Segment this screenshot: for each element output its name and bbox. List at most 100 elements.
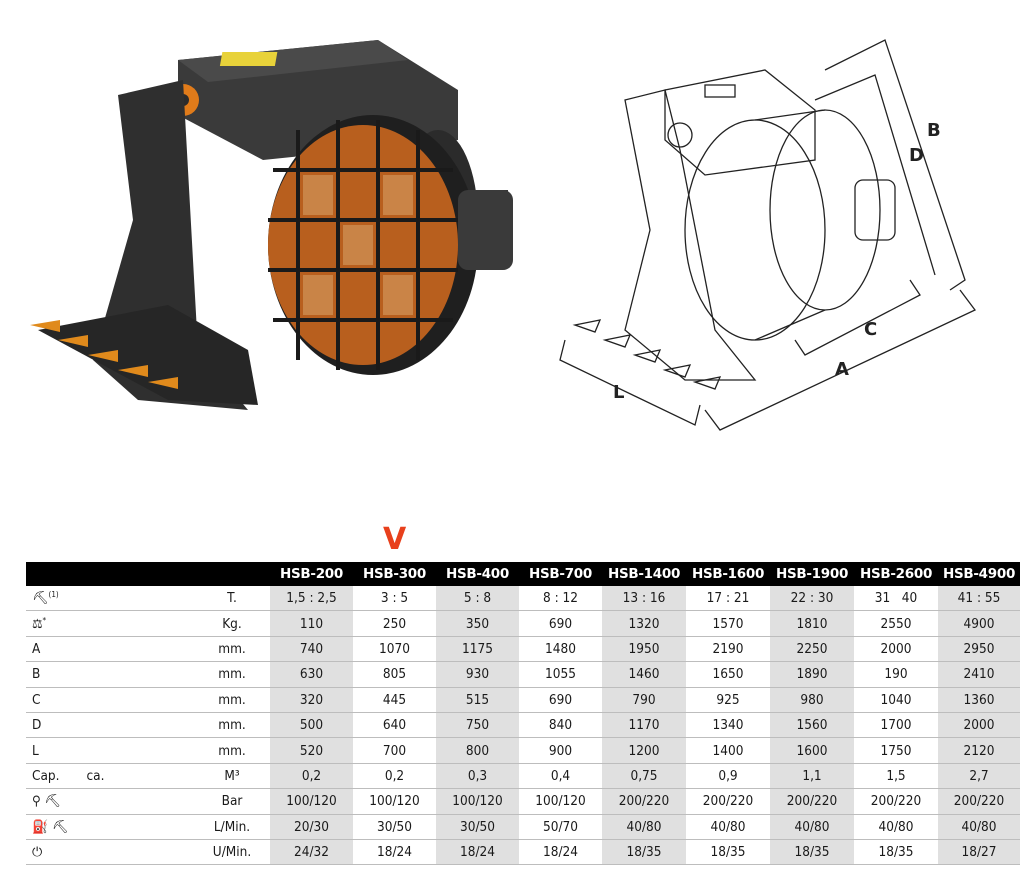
table-cell: 790 [602, 687, 686, 713]
row-label: ⛽ ⛏ [26, 814, 166, 840]
table-cell: 1,5 : 2,5 [270, 586, 353, 612]
column-header: HSB-1400 [602, 562, 686, 586]
dim-label-a: A [835, 359, 849, 380]
dim-label-c: C [864, 319, 877, 340]
row-label-text: B [32, 666, 41, 683]
table-cell: 500 [270, 712, 353, 739]
table-cell: 1175 [436, 636, 519, 663]
table-cell: 520 [270, 737, 353, 764]
table-cell: 0,9 [686, 763, 770, 790]
table-cell: 1480 [519, 636, 602, 663]
column-header: HSB-4900 [938, 562, 1020, 586]
table-cell: 40/80 [602, 814, 686, 840]
table-cell: 1400 [686, 737, 770, 764]
column-header: HSB-300 [353, 562, 436, 586]
table-cell: 50/70 [519, 814, 602, 840]
column-header: HSB-1600 [686, 562, 770, 586]
table-cell: 840 [519, 712, 602, 739]
table-cell: 980 [770, 687, 854, 713]
dimension-drawing: B D C A L [559, 39, 976, 431]
table-cell: 750 [436, 712, 519, 739]
table-cell: 2950 [938, 636, 1020, 663]
flow-excavator-icon: ⛽ ⛏ [32, 819, 69, 835]
column-header: HSB-2600 [854, 562, 938, 586]
table-cell: 1200 [602, 737, 686, 764]
table-cell: 1810 [770, 610, 854, 637]
table-cell: 1700 [854, 712, 938, 739]
rotation-icon: ⏻ [32, 845, 43, 861]
column-header: HSB-400 [436, 562, 519, 586]
table-cell: 41 : 55 [938, 586, 1020, 612]
table-cell: 40/80 [938, 814, 1020, 840]
table-cell: 8 : 12 [519, 586, 602, 612]
table-cell: 1,5 [854, 763, 938, 790]
table-cell: 800 [436, 737, 519, 764]
row-label-text: Cap. ca. [32, 767, 105, 784]
table-cell: 4900 [938, 610, 1020, 637]
table-cell: 0,3 [436, 763, 519, 790]
row-unit: mm. [166, 661, 270, 688]
table-cell: 0,75 [602, 763, 686, 790]
table-cell: 1600 [770, 737, 854, 764]
row-label: ⏻ [26, 839, 166, 866]
table-cell: 18/27 [938, 839, 1020, 866]
table-cell: 18/24 [353, 839, 436, 866]
table-cell: 30/50 [353, 814, 436, 840]
table-cell: 2000 [938, 712, 1020, 739]
table-cell: 31 40 [854, 586, 938, 612]
table-cell: 200/220 [602, 788, 686, 815]
table-cell: 40/80 [770, 814, 854, 840]
table-cell: 24/32 [270, 839, 353, 866]
table-cell: 900 [519, 737, 602, 764]
table-cell: 1055 [519, 661, 602, 688]
row-label: B [26, 661, 166, 688]
table-cell: 250 [353, 610, 436, 637]
table-cell: 445 [353, 687, 436, 713]
header-blank [26, 562, 166, 586]
selected-model-marker: V [383, 522, 407, 557]
table-cell: 1070 [353, 636, 436, 663]
row-label: L [26, 737, 166, 764]
row-label: ⛏(1) [26, 586, 166, 612]
table-cell: 630 [270, 661, 353, 688]
row-label: Cap. ca. [26, 763, 166, 790]
table-cell: 1320 [602, 610, 686, 637]
row-unit: M³ [166, 763, 270, 790]
table-cell: 17 : 21 [686, 586, 770, 612]
table-cell: 0,2 [353, 763, 436, 790]
table-cell: 190 [854, 661, 938, 688]
table-cell: 18/35 [686, 839, 770, 866]
table-cell: 0,2 [270, 763, 353, 790]
row-unit: U/Min. [166, 839, 270, 866]
row-unit: mm. [166, 737, 270, 764]
table-cell: 1040 [854, 687, 938, 713]
table-cell: 40/80 [686, 814, 770, 840]
header-blank-unit [166, 562, 270, 586]
row-unit: L/Min. [166, 814, 270, 840]
row-label-text: D [32, 717, 42, 734]
table-cell: 1170 [602, 712, 686, 739]
row-unit: T. [166, 586, 270, 612]
table-cell: 350 [436, 610, 519, 637]
table-cell: 0,4 [519, 763, 602, 790]
row-label-text: A [32, 640, 41, 657]
table-cell: 2250 [770, 636, 854, 663]
table-cell: 1,1 [770, 763, 854, 790]
table-cell: 18/35 [854, 839, 938, 866]
row-unit: mm. [166, 687, 270, 713]
table-cell: 805 [353, 661, 436, 688]
table-cell: 13 : 16 [602, 586, 686, 612]
table-cell: 515 [436, 687, 519, 713]
row-label: C [26, 687, 166, 713]
table-cell: 640 [353, 712, 436, 739]
row-footnote: (1) [48, 590, 59, 600]
table-cell: 1570 [686, 610, 770, 637]
table-cell: 1750 [854, 737, 938, 764]
dim-label-l: L [613, 382, 624, 403]
